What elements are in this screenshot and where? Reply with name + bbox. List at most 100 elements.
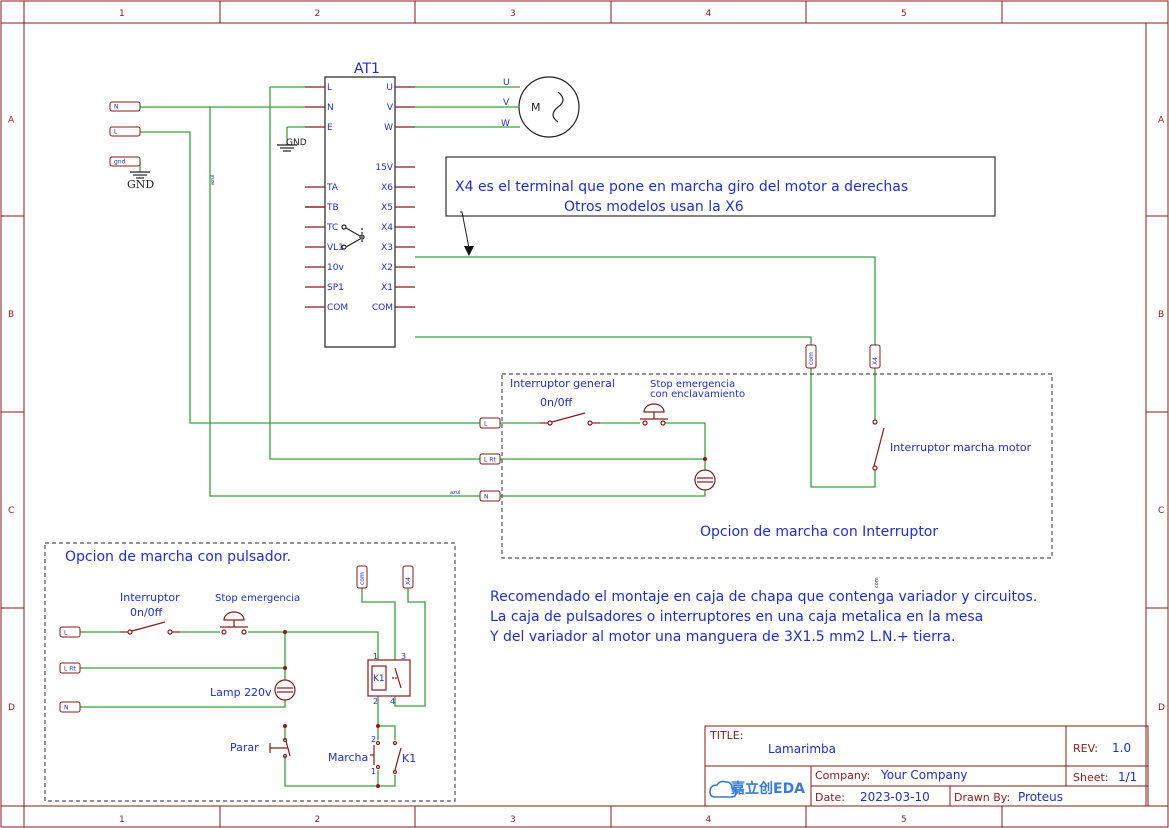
vfd-name: AT1 (354, 61, 380, 77)
grid-row-right-B: B (1158, 310, 1164, 320)
vfd-pin-right-7: X4 (381, 223, 393, 233)
wire-label-azul-h: azul (450, 490, 460, 496)
vfd-pin-left-9: 10v (327, 263, 344, 273)
grid-row-right-C: C (1158, 506, 1164, 516)
motor-sine (552, 91, 564, 123)
bottom-switch-state: 0n/0ff (130, 606, 163, 619)
relay-k1: K1 1 3 2 4 (367, 652, 411, 706)
rev-value: 1.0 (1112, 741, 1131, 755)
flag-n_top (109, 101, 141, 112)
vfd-body (324, 76, 396, 348)
rev-label: REV: (1073, 742, 1098, 755)
grid-col-bottom-3: 3 (510, 815, 516, 825)
main-switch[interactable] (540, 412, 600, 426)
flag-lrt_bottom (59, 662, 81, 674)
flag-text-n_top: N (114, 104, 119, 111)
grid-col-bottom-1: 1 (119, 815, 125, 825)
note-line-2: Otros modelos usan la X6 (564, 199, 744, 215)
recommendation-2: La caja de pulsadores o interruptores en… (490, 609, 983, 625)
vfd-pin-left-6: TB (326, 203, 339, 213)
k1-contact (392, 740, 402, 775)
grid-col-top-1: 1 (119, 9, 125, 19)
grid-row-right-D: D (1158, 703, 1165, 713)
motor-phase-w: W (501, 119, 510, 129)
button-option-box: Opcion de marcha con pulsador. Interrupt… (44, 542, 456, 802)
vfd-pin-right-8: X3 (381, 243, 393, 253)
eda-logo: 嘉立创EDA (709, 780, 805, 798)
drawn-value: Proteus (1018, 790, 1063, 804)
logo-text: 嘉立创EDA (730, 780, 805, 797)
vfd-pin-right-1: V (387, 103, 394, 113)
flag-l_box (479, 417, 501, 429)
recommendations: Recomendado el montaje en caja de chapa … (489, 589, 1037, 645)
start-pin-2: 2 (371, 735, 376, 744)
sheet-label: Sheet: (1073, 771, 1109, 784)
wire-label-azul-v: azul (210, 175, 216, 185)
lamp-switchbox (694, 469, 716, 491)
gnd-symbol-left: GND (127, 171, 154, 191)
gnd-label-vfd: GND (286, 138, 307, 148)
bottom-estop[interactable] (220, 611, 248, 635)
relay-pin-2: 2 (373, 697, 378, 706)
flag-text-n_bottom: N (64, 705, 69, 712)
flag-n_box (479, 490, 501, 502)
grid-col-bottom-2: 2 (315, 815, 321, 825)
lamp-label: Lamp 220v (210, 686, 272, 699)
switch-option-title: Opcion de marcha con Interruptor (700, 524, 938, 540)
grid-col-top-3: 3 (510, 9, 516, 19)
flag-text-lrt_box: L Rt (484, 457, 496, 464)
wire-label-com-small: com (874, 577, 880, 588)
bottom-main-switch[interactable] (120, 621, 180, 635)
grid-row-left-B: B (8, 310, 14, 320)
gnd-symbol-vfd: GND (277, 138, 307, 152)
flag-l_top (109, 126, 141, 137)
recommendation-3: Y del variador al motor una manguera de … (489, 629, 955, 645)
stop-pushbutton[interactable] (269, 737, 291, 759)
vfd-pin-left-0: L (327, 83, 332, 93)
relay-k1-label: K1 (373, 674, 385, 684)
title-block: TITLE: Lamarimba REV: 1.0 Company: Your … (704, 725, 1149, 807)
date-label: Date: (815, 791, 845, 804)
stop-label: Parar (230, 741, 259, 754)
vfd-pin-right-11: COM (372, 303, 393, 313)
button-option-title: Opcion de marcha con pulsador. (65, 549, 291, 565)
flag-text-com_box: com (808, 352, 815, 365)
start-pin-1: 1 (371, 767, 376, 776)
note-line-1: X4 es el terminal que pone en marcha gir… (455, 179, 908, 195)
vfd-pin-right-0: U (386, 83, 393, 93)
vfd-pin-left-10: SP1 (327, 283, 344, 293)
company-label: Company: (815, 769, 870, 782)
motor-phase-v: V (503, 98, 510, 108)
grid-col-bottom-4: 4 (706, 815, 712, 825)
bottom-switch-label: Interruptor (120, 591, 180, 604)
motor-circle (518, 76, 580, 138)
bottom-estop-label: Stop emergencia (215, 593, 300, 604)
grid-row-right-A: A (1158, 116, 1165, 126)
flag-n_bottom (59, 701, 81, 713)
start-pushbutton[interactable]: 2 1 (370, 735, 381, 776)
flag-text-l_bottom: L (64, 630, 68, 637)
vfd-pin-right-4: 15V (375, 163, 393, 173)
grid-row-left-D: D (8, 703, 15, 713)
flag-gnd_top (109, 156, 141, 167)
flag-com_box (805, 344, 817, 369)
estop-switch[interactable] (640, 403, 668, 426)
flag-text-l_box: L (484, 421, 488, 428)
flag-lrt_box (479, 453, 501, 465)
flag-text-n_box: N (484, 494, 489, 501)
motor-symbol: M (531, 101, 541, 114)
vfd-pin-right-6: X5 (381, 203, 393, 213)
flag-l_bottom (59, 626, 81, 638)
vfd-pin-right-10: X1 (381, 283, 393, 293)
motor-phase-u: U (503, 78, 510, 88)
motor-switch[interactable] (872, 419, 885, 471)
motor-switch-label: Interruptor marcha motor (890, 441, 1032, 454)
flag-text-x4_bottom: X4 (405, 577, 412, 585)
vfd-pin-left-11: COM (327, 303, 348, 313)
vfd-pin-left-2: E (327, 123, 333, 133)
main-switch-label: Interruptor general (510, 377, 615, 390)
